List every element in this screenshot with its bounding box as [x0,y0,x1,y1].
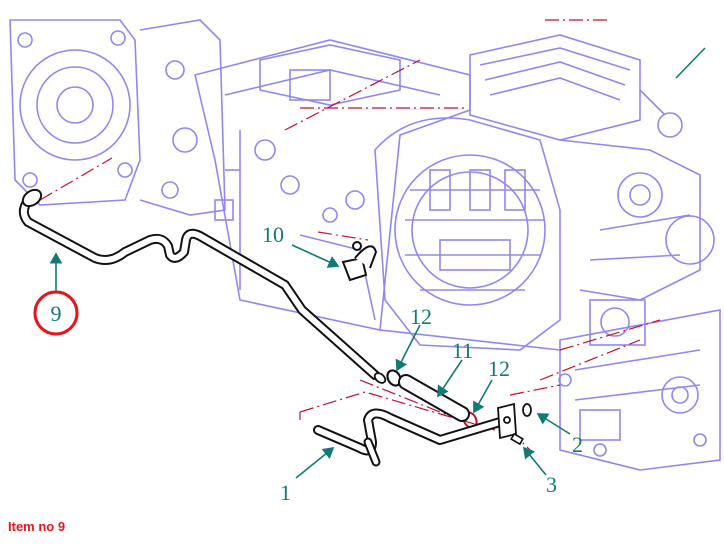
highlight-ring-item-9 [33,290,79,336]
transmission-housing-background [9,19,721,471]
bolt-part-3[interactable] [510,432,524,446]
tube-part-1[interactable] [313,408,505,467]
callout-label-11[interactable]: 11 [452,338,473,363]
callout-label-3[interactable]: 3 [546,472,557,497]
callout-label-10[interactable]: 10 [262,222,284,247]
callout-label-12-upper[interactable]: 12 [410,304,432,329]
callout-label-1[interactable]: 1 [280,480,291,505]
o-ring-part-12-upper[interactable] [385,368,403,388]
bracket-plate[interactable] [497,402,517,440]
exploded-parts-diagram: 9 10 12 11 12 2 3 1 [9,19,721,505]
callout-labels: 9 10 12 11 12 2 3 1 [51,222,584,505]
callout-label-9[interactable]: 9 [51,301,62,326]
callout-label-2[interactable]: 2 [572,432,583,457]
callout-label-12-lower[interactable]: 12 [488,356,510,381]
clamp-part-10[interactable] [341,241,378,282]
tube-part-9[interactable] [18,187,387,385]
washer-part-2[interactable] [522,403,532,417]
hose-part-11[interactable] [398,374,470,422]
assembly-centerlines [39,19,661,451]
callout-leaders [49,47,706,479]
item-caption: Item no 9 [8,519,66,534]
